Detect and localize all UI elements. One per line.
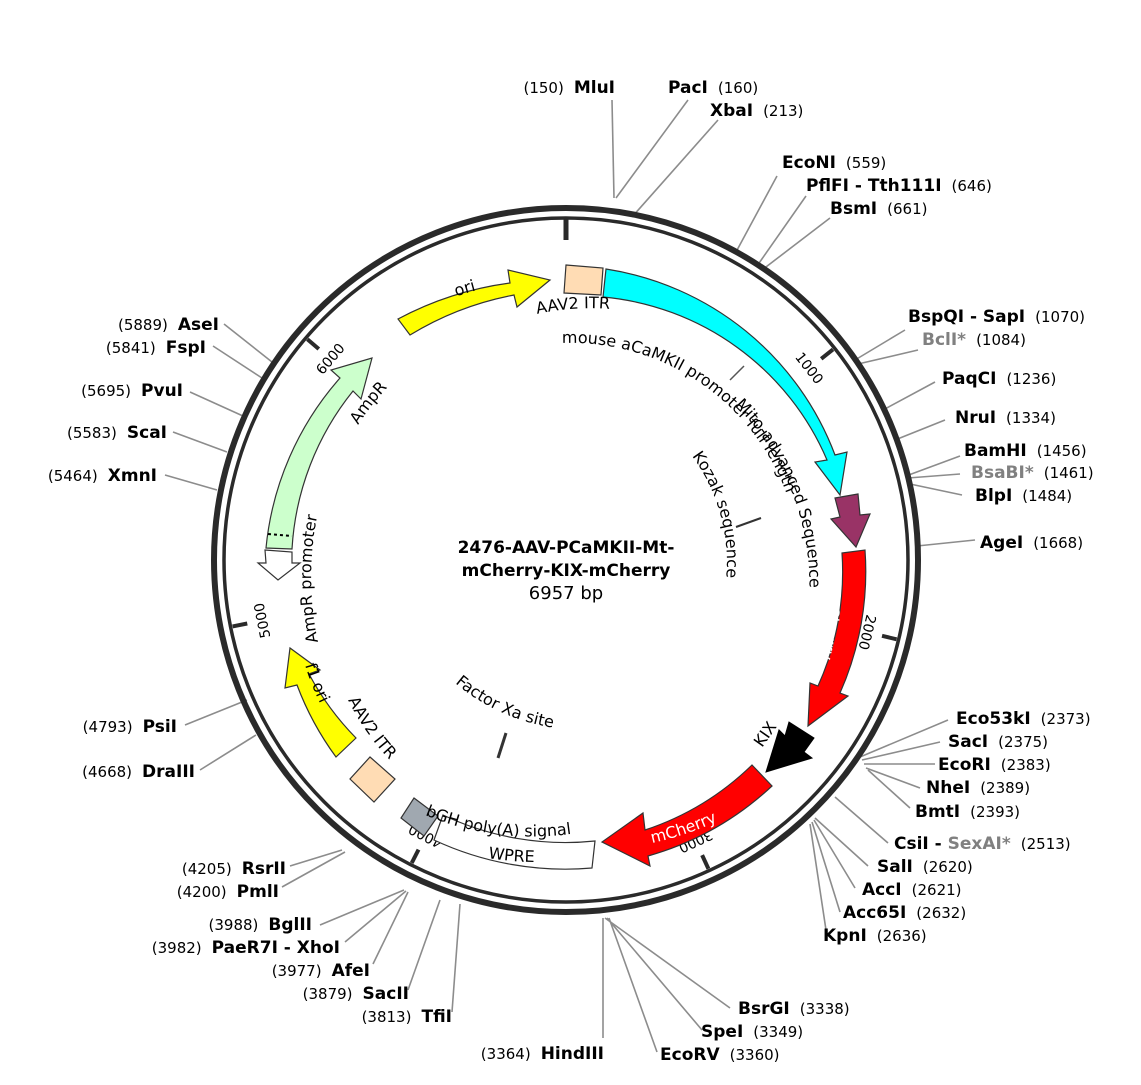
site-label-bsrgi[interactable]: BsrGI(3338) [738, 999, 850, 1019]
site-label-csii[interactable]: CsiI - SexAI*(2513) [894, 834, 1071, 854]
camkii-label-connector [729, 365, 745, 381]
plasmid-name-line1: 2476-AAV-PCaMKII-Mt- [458, 538, 675, 558]
site-label-econi[interactable]: EcoNI(559) [782, 153, 886, 173]
site-label-sali[interactable]: SalI(2620) [877, 857, 973, 877]
site-label-sacii[interactable]: (3879)SacII [303, 984, 409, 1004]
feature-kix-arrow[interactable] [765, 721, 815, 773]
feature-mcherry-1-arrow[interactable] [807, 549, 867, 728]
tick-5000 [232, 621, 248, 629]
site-label-bmti[interactable]: BmtI(2393) [915, 802, 1020, 822]
site-label-pmli[interactable]: (4200)PmlI [177, 882, 279, 902]
site-label-eco53ki[interactable]: Eco53kI(2373) [956, 709, 1091, 729]
site-label-draiii[interactable]: (4668)DraIII [82, 762, 195, 782]
leader-lines [164, 99, 976, 1053]
site-label-ecori[interactable]: EcoRI(2383) [938, 755, 1051, 775]
feature-wpre-box[interactable] [433, 814, 596, 870]
site-label-acci[interactable]: AccI(2621) [862, 880, 962, 900]
site-label-hindiii[interactable]: (3364)HindIII [481, 1044, 604, 1064]
feature-label-ampr-promoter: AmpR promoter [296, 512, 322, 644]
tick-4000 [409, 848, 421, 864]
tick-label-1000: 1000 [791, 350, 826, 388]
site-label-xmni[interactable]: (5464)XmnI [48, 466, 157, 486]
plasmid-size: 6957 bp [529, 583, 603, 604]
site-label-bspqi-sapi[interactable]: BspQI - SapI(1070) [908, 307, 1085, 327]
feature-ori-arrow[interactable] [397, 269, 552, 336]
feature-ampr-promoter-arrow[interactable] [256, 549, 302, 581]
feature-shapes [256, 264, 871, 870]
site-label-nhei[interactable]: NheI(2389) [926, 778, 1030, 798]
site-label-bsmi[interactable]: BsmI(661) [830, 199, 927, 219]
site-label-rsrii[interactable]: (4205)RsrII [182, 859, 286, 879]
site-label-nrui[interactable]: NruI(1334) [955, 408, 1056, 428]
tick-label-5000: 5000 [252, 601, 275, 639]
feature-f1-ori-arrow[interactable] [284, 646, 357, 758]
site-label-blpi[interactable]: BlpI(1484) [975, 486, 1072, 506]
site-label-bcli-[interactable]: BclI*(1084) [922, 330, 1026, 350]
site-label-agei[interactable]: AgeI(1668) [980, 533, 1083, 553]
plasmid-title: 2476-AAV-PCaMKII-Mt- mCherry-KIX-mCherry… [458, 538, 675, 604]
tick-1000 [819, 347, 835, 361]
feature-aav2-itr-2-box[interactable] [349, 756, 396, 803]
site-label-pflfi-tth111i[interactable]: PflFI - Tth111I(646) [806, 176, 992, 196]
feature-kozak-marker [735, 517, 762, 528]
site-label-bglii[interactable]: (3988)BglII [209, 915, 313, 935]
site-label-fspi[interactable]: (5841)FspI [106, 338, 206, 358]
site-label-bamhi[interactable]: BamHI(1456) [964, 441, 1087, 461]
feature-label-aav2-itr-2: AAV2 ITR [344, 693, 400, 763]
site-label-spei[interactable]: SpeI(3349) [701, 1022, 803, 1042]
site-label-pvui[interactable]: (5695)PvuI [81, 381, 183, 401]
site-label-scai[interactable]: (5583)ScaI [67, 423, 167, 443]
tick-2000 [881, 633, 898, 642]
plasmid-name-line2: mCherry-KIX-mCherry [462, 561, 671, 581]
feature-ampr-arrow[interactable] [265, 357, 373, 550]
site-label-xbai[interactable]: XbaI(213) [710, 101, 803, 121]
site-label-bsabi-[interactable]: BsaBI*(1461) [971, 463, 1094, 483]
tick-3000 [700, 854, 711, 870]
site-label-paci[interactable]: PacI(160) [668, 78, 758, 98]
feature-bgh-polya-box[interactable] [400, 797, 439, 837]
site-label-tfii[interactable]: (3813)TfiI [362, 1007, 452, 1027]
site-label-acc65i[interactable]: Acc65I(2632) [843, 903, 966, 923]
feature-label-wpre: WPRE [487, 843, 535, 866]
feature-label-factor-xa: Factor Xa site [452, 671, 555, 731]
feature-camkii-promoter-arrow[interactable] [602, 268, 848, 497]
site-label-paqci[interactable]: PaqCI(1236) [942, 369, 1056, 389]
tick-6000 [306, 337, 321, 351]
site-label-psii[interactable]: (4793)PsiI [83, 717, 177, 737]
site-label-saci[interactable]: SacI(2375) [948, 732, 1048, 752]
feature-aav2-itr-1-box[interactable] [563, 264, 604, 296]
site-label-afei[interactable]: (3977)AfeI [272, 961, 370, 981]
feature-label-aav2-itr-1: AAV2 ITR [534, 293, 610, 318]
site-label-mlui[interactable]: (150)MluI [523, 78, 615, 98]
site-label-paer7i-xhoi[interactable]: (3982)PaeR7I - XhoI [152, 938, 340, 958]
feature-label-kozak: Kozak sequence [689, 447, 742, 578]
feature-factor-xa-marker [496, 732, 508, 759]
site-label-kpni[interactable]: KpnI(2636) [823, 926, 927, 946]
restriction-site-labels: (150)MluI PacI(160) XbaI(213) EcoNI(559) Pfl… [48, 78, 1094, 1065]
ampr-promoter-overlap-marker [267, 533, 293, 537]
site-label-ecorv[interactable]: EcoRV(3360) [660, 1045, 780, 1065]
feature-mito-seq-arrow[interactable] [829, 493, 871, 549]
site-label-asei[interactable]: (5889)AseI [118, 315, 219, 335]
feature-mcherry-2-arrow[interactable] [600, 764, 773, 868]
